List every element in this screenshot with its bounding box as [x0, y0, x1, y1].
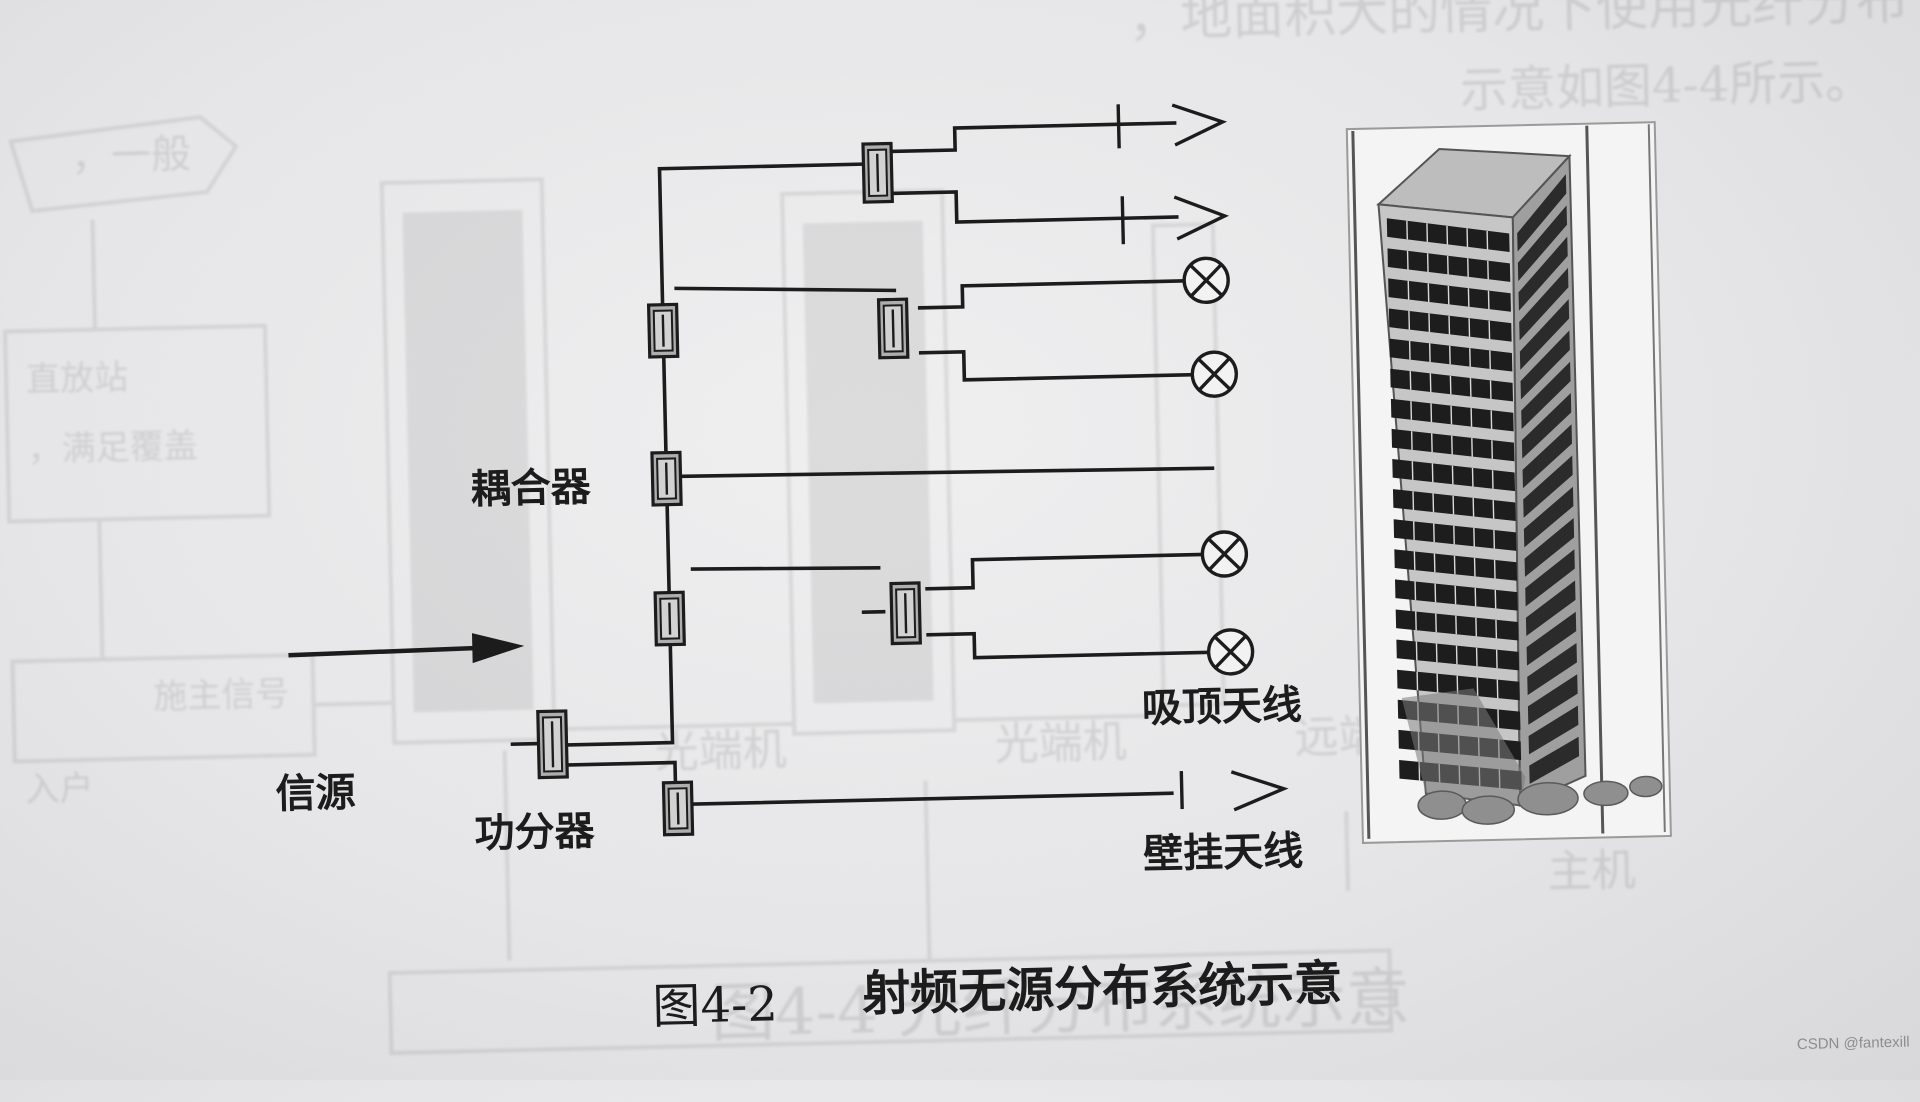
wall-antenna-3 — [1181, 769, 1284, 811]
ceiling-antenna-3 — [1202, 532, 1247, 577]
coupler-device-4 — [663, 782, 692, 835]
figure-number: 图4-2 — [652, 976, 779, 1035]
figure-caption: 图4-2 射频无源分布系统示意 — [652, 955, 1343, 1035]
ceiling-antenna-4 — [1208, 629, 1253, 674]
power-splitter-device — [512, 711, 567, 778]
branch-splitter-lower — [891, 583, 920, 644]
branch-splitter-upper — [879, 299, 908, 358]
feeder-cables — [549, 122, 1220, 814]
csdn-watermark: CSDN @fantexill — [1797, 1034, 1910, 1054]
wall-antenna-label: 壁挂天线 — [1143, 828, 1304, 878]
ceiling-antenna-label: 吸顶天线 — [1141, 682, 1302, 732]
branch-splitter-top — [863, 143, 892, 202]
coupler-device-3 — [655, 592, 684, 645]
coupler-label: 耦合器 — [470, 464, 592, 513]
ceiling-antenna-2 — [1192, 352, 1237, 397]
signal-source-arrow — [288, 632, 525, 667]
ceiling-antenna-1 — [1184, 258, 1229, 303]
figure-title: 射频无源分布系统示意 — [862, 955, 1343, 1022]
power-splitter-label: 功分器 — [474, 808, 596, 857]
office-building-illustration — [1347, 122, 1671, 843]
coupler-device-1 — [649, 304, 678, 357]
coupler-device-2 — [652, 452, 681, 505]
signal-source-label: 信源 — [275, 770, 356, 818]
